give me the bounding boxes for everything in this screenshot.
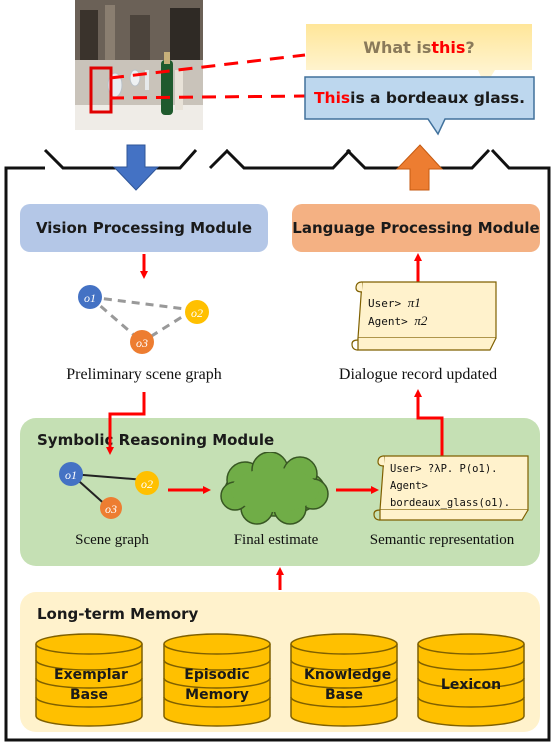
- dialogue-line-2: Agent> π2: [368, 313, 428, 328]
- db-label-knowledge: Knowledge Base: [304, 667, 392, 703]
- question-highlight: this: [431, 37, 466, 57]
- scene-graph: o1 o2 o3: [59, 462, 159, 519]
- semantic-line-3: bordeaux_glass(o1).: [390, 497, 511, 509]
- db-lexicon: [417, 633, 525, 727]
- node-o3: [130, 330, 154, 354]
- db-exemplar: [35, 633, 143, 727]
- question-prefix: What is: [363, 37, 432, 57]
- question-bubble-shape: [306, 24, 532, 86]
- caption-scene-graph: Scene graph: [75, 532, 149, 548]
- dialogue-scroll: [351, 281, 497, 351]
- answer-highlight: This: [313, 89, 351, 107]
- caption-final-estimate: Final estimate: [233, 532, 319, 548]
- db-episodic: [163, 633, 271, 727]
- caption-semantic: Semantic representation: [369, 532, 515, 548]
- svg-text:o3: o3: [105, 502, 117, 516]
- node-o2: [185, 300, 209, 324]
- answer-rest: is a bordeaux glass.: [350, 89, 526, 107]
- svg-text:o2: o2: [141, 477, 153, 491]
- scene-photo: [75, 0, 203, 130]
- svg-text:o1: o1: [84, 291, 96, 305]
- final-estimate-cloud: [220, 452, 329, 525]
- vision-processing-module: Vision Processing Module: [20, 204, 268, 252]
- question-text: What is this?: [306, 24, 532, 70]
- language-processing-module: Language Processing Module: [292, 204, 540, 252]
- semantic-scroll: [373, 455, 529, 521]
- vision-module-label: Vision Processing Module: [35, 219, 253, 237]
- dialogue-line-1: User> π1: [368, 295, 421, 310]
- preliminary-scene-graph: o1 o2 o3: [78, 285, 209, 354]
- semantic-line-1: User> ?λP. P(o1).: [390, 463, 498, 475]
- db-label-episodic: Episodic Memory: [184, 667, 250, 703]
- caption-preliminary: Preliminary scene graph: [66, 366, 222, 383]
- scene-photo-drawing: [75, 0, 203, 130]
- answer-text: This is a bordeaux glass.: [305, 77, 534, 119]
- db-knowledge: [290, 633, 398, 727]
- caption-dialogue: Dialogue record updated: [338, 366, 498, 383]
- svg-text:o3: o3: [136, 336, 148, 350]
- svg-text:o2: o2: [191, 306, 203, 320]
- semantic-line-2: Agent>: [390, 480, 428, 492]
- symbolic-module-label: Symbolic Reasoning Module: [37, 431, 275, 449]
- language-module-label: Language Processing Module: [292, 219, 540, 237]
- question-suffix: ?: [465, 37, 475, 57]
- db-label-lexicon: Lexicon: [440, 677, 502, 693]
- answer-bubble-shape: [304, 76, 535, 136]
- memory-label: Long-term Memory: [37, 605, 199, 623]
- svg-text:o1: o1: [65, 468, 77, 482]
- node-o1: [78, 285, 102, 309]
- db-label-exemplar: Exemplar Base: [54, 667, 128, 703]
